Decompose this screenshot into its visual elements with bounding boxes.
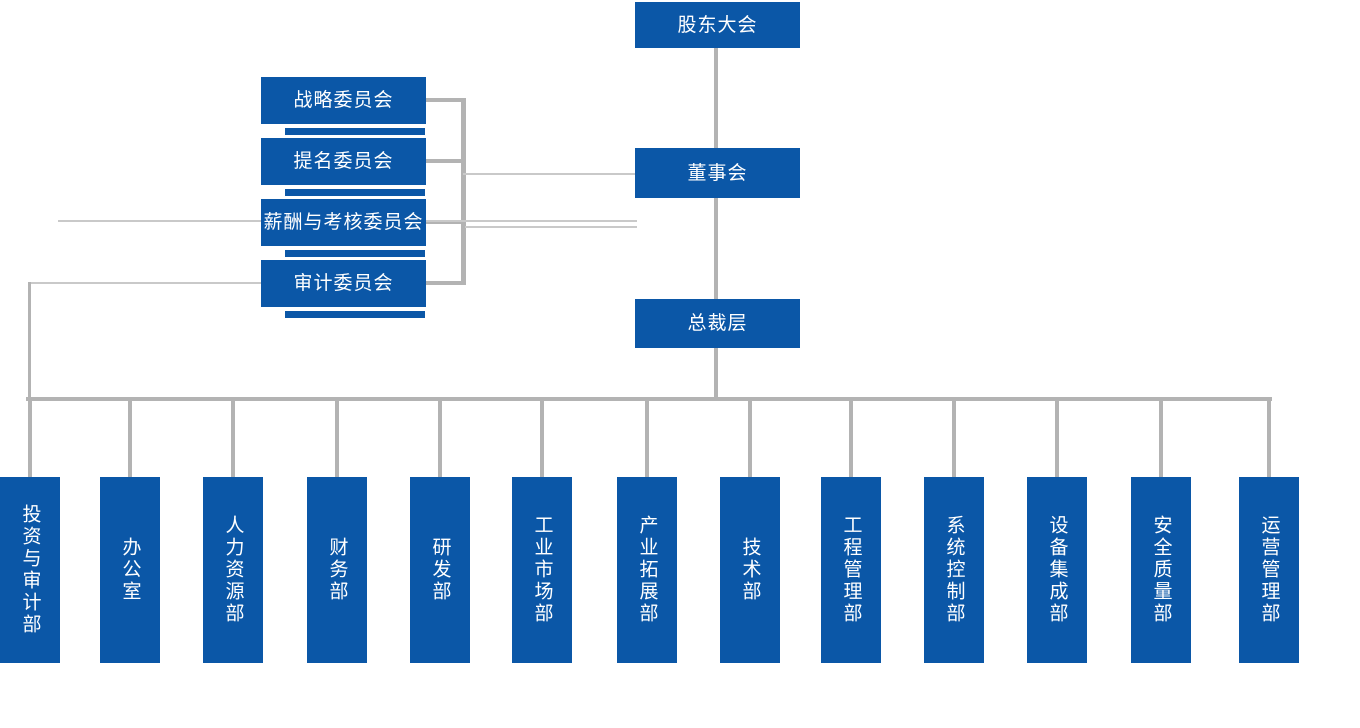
node-strategy-committee: 战略委员会: [261, 77, 426, 135]
stub-dept-12: [1159, 401, 1163, 477]
committee-label: 战略委员会: [293, 90, 394, 111]
connector-committee-nomination: [426, 159, 466, 163]
node-dept-investment-audit: 投资与审计部: [0, 477, 60, 663]
node-shareholders-label: 股东大会: [677, 14, 758, 36]
stub-dept-4: [335, 401, 339, 477]
line-audit-down: [28, 282, 31, 400]
node-audit-committee: 审计委员会: [261, 260, 426, 318]
node-board-of-directors: 董事会: [635, 148, 800, 198]
stub-dept-1: [28, 401, 32, 477]
committee-label: 薪酬与考核委员会: [263, 212, 424, 233]
node-dept-finance: 财务部: [307, 477, 367, 663]
connector-shareholders-board: [714, 48, 718, 148]
node-remuneration-committee: 薪酬与考核委员会: [261, 199, 426, 257]
stub-dept-10: [952, 401, 956, 477]
connector-committee-audit: [426, 281, 466, 285]
dept-label: 工业市场部: [531, 515, 553, 625]
node-dept-rnd: 研发部: [410, 477, 470, 663]
connector-committee-remuneration: [426, 220, 466, 224]
connector-committee-strategy: [426, 98, 466, 102]
dept-label: 产业拓展部: [636, 515, 658, 625]
node-president-level: 总裁层: [635, 299, 800, 348]
stub-dept-7: [645, 401, 649, 477]
committee-label: 提名委员会: [293, 151, 394, 172]
committee-label: 审计委员会: [293, 273, 394, 294]
node-dept-technology: 技术部: [720, 477, 780, 663]
dept-label: 运营管理部: [1258, 515, 1280, 625]
dept-label: 财务部: [326, 537, 348, 603]
connector-department-bar: [26, 397, 1272, 401]
dept-label: 技术部: [739, 537, 761, 603]
node-dept-operations-management: 运营管理部: [1239, 477, 1299, 663]
node-dept-system-control: 系统控制部: [924, 477, 984, 663]
connector-president-bar: [714, 348, 718, 400]
line-audit-left: [29, 282, 261, 284]
node-shareholders-meeting: 股东大会: [635, 2, 800, 48]
node-dept-human-resources: 人力资源部: [203, 477, 263, 663]
node-dept-industrial-market: 工业市场部: [512, 477, 572, 663]
stub-dept-11: [1055, 401, 1059, 477]
stub-dept-6: [540, 401, 544, 477]
node-dept-equipment-integration: 设备集成部: [1027, 477, 1087, 663]
node-nomination-committee: 提名委员会: [261, 138, 426, 196]
node-president-label: 总裁层: [687, 313, 748, 334]
connector-committee-trunk: [461, 98, 466, 285]
stub-dept-9: [849, 401, 853, 477]
stub-dept-13: [1267, 401, 1271, 477]
stub-dept-5: [438, 401, 442, 477]
node-dept-engineering-management: 工程管理部: [821, 477, 881, 663]
node-dept-safety-quality: 安全质量部: [1131, 477, 1191, 663]
dept-label: 办公室: [119, 537, 141, 603]
stub-dept-8: [748, 401, 752, 477]
node-dept-industry-expansion: 产业拓展部: [617, 477, 677, 663]
dept-label: 设备集成部: [1046, 515, 1068, 625]
node-board-label: 董事会: [687, 162, 748, 184]
dept-label: 工程管理部: [840, 515, 862, 625]
line-remuneration-long-2: [465, 226, 637, 228]
dept-label: 研发部: [429, 537, 451, 603]
node-dept-office: 办公室: [100, 477, 160, 663]
connector-trunk-board-thin: [463, 173, 637, 175]
dept-label: 投资与审计部: [19, 504, 41, 636]
stub-dept-2: [128, 401, 132, 477]
connector-board-president: [714, 198, 718, 299]
stub-dept-3: [231, 401, 235, 477]
dept-label: 人力资源部: [222, 515, 244, 625]
dept-label: 安全质量部: [1150, 515, 1172, 625]
dept-label: 系统控制部: [943, 515, 965, 625]
